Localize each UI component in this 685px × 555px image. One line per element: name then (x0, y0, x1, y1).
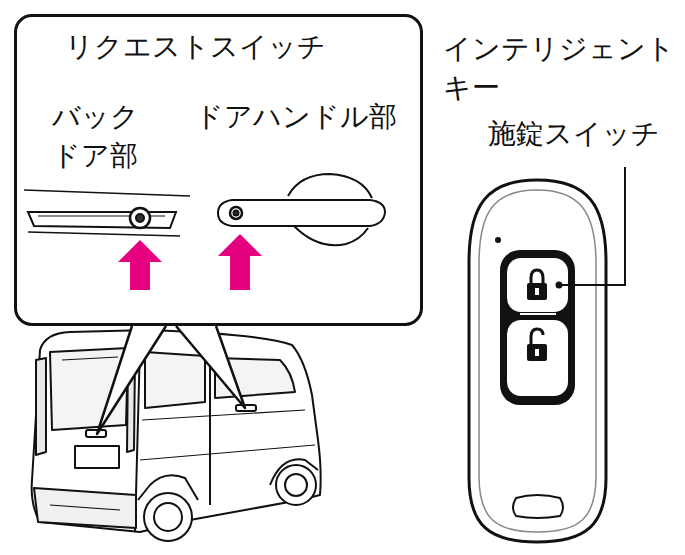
callout-title: リクエストスイッチ (17, 17, 420, 65)
part-label: インテリジェント キー (443, 30, 681, 107)
intelligent-key (469, 180, 606, 542)
callout-tail (97, 326, 245, 434)
leader-line (556, 167, 626, 289)
part-label: 施錠スイッチ (488, 115, 660, 154)
push-arrow (118, 234, 262, 290)
back-door-handle (24, 190, 190, 236)
part-label: ドアハンドル部 (195, 98, 397, 137)
door-handle (218, 174, 385, 245)
part-label: バック ドア部 (52, 98, 162, 175)
car-illustration (32, 330, 321, 541)
